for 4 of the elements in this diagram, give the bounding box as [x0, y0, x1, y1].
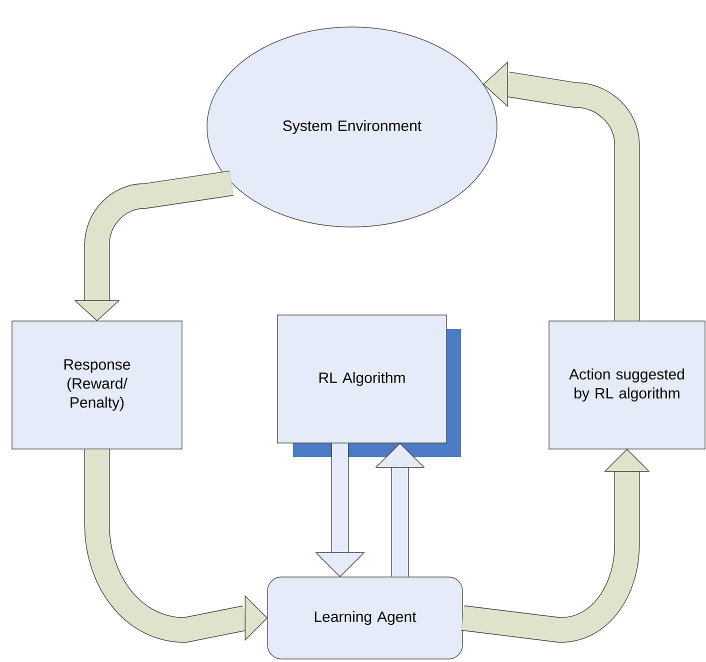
response-box: Response (Reward/ Penalty) [12, 320, 182, 450]
action-box: Action suggested by RL algorithm [548, 320, 706, 450]
algorithm-box: RL Algorithm [277, 314, 447, 444]
block-arrow [84, 449, 268, 643]
